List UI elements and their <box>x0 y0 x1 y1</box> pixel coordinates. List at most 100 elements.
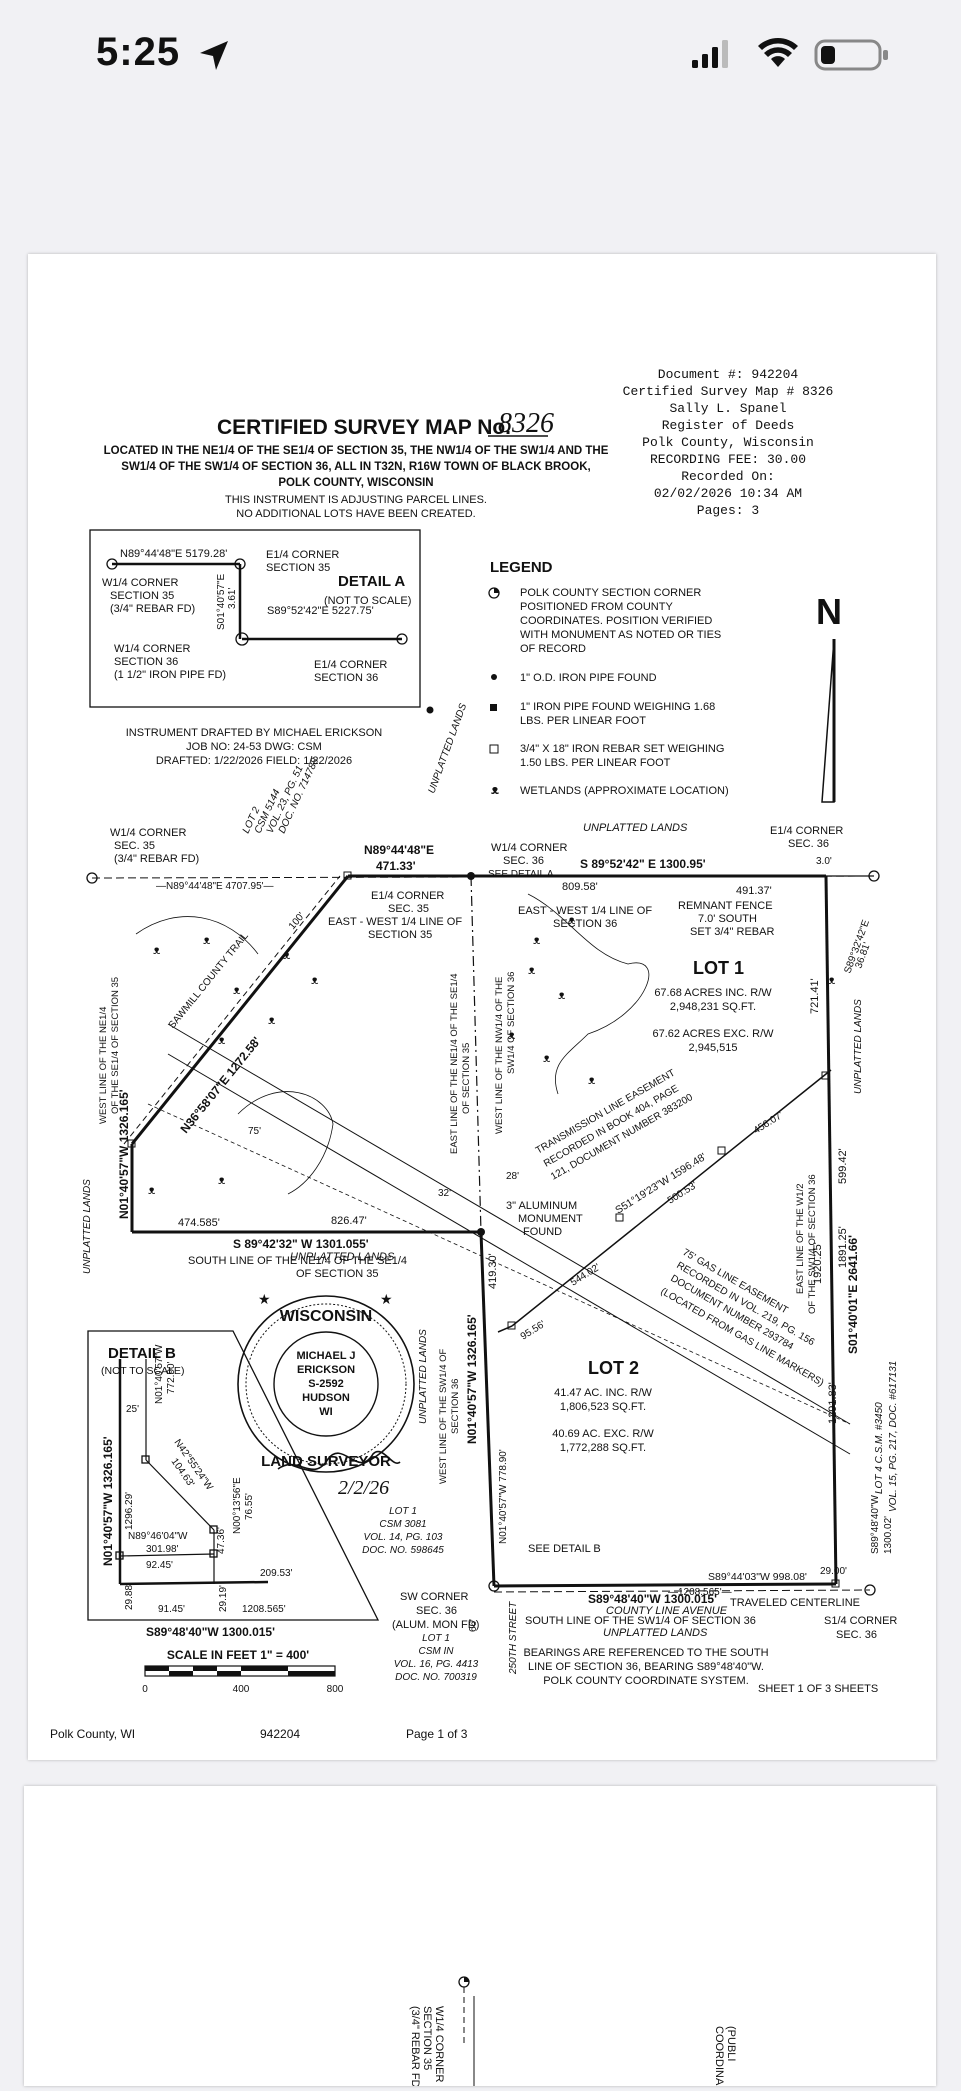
svg-text:721.41': 721.41' <box>809 978 821 1014</box>
status-time: 5:25 <box>96 30 181 74</box>
svg-text:(NOT TO SCALE): (NOT TO SCALE) <box>324 595 411 607</box>
svg-text:ᴥ: ᴥ <box>508 1028 516 1042</box>
svg-text:SECTION 35: SECTION 35 <box>110 590 174 602</box>
svg-text:809.58': 809.58' <box>562 881 598 893</box>
svg-text:3" ALUMINUM: 3" ALUMINUM <box>506 1200 577 1212</box>
svg-text:47.36': 47.36' <box>216 1527 227 1554</box>
sheet-number: SHEET 1 OF 3 SHEETS <box>758 1683 878 1695</box>
svg-text:32': 32' <box>438 1188 451 1199</box>
svg-text:SOUTH LINE OF THE NE1/4 OF THE: SOUTH LINE OF THE NE1/4 OF THE SE1/4 <box>188 1255 407 1267</box>
svg-text:WI: WI <box>319 1406 332 1418</box>
svg-text:TRAVELED CENTERLINE: TRAVELED CENTERLINE <box>730 1597 860 1609</box>
svg-text:SEC. 36: SEC. 36 <box>416 1605 457 1617</box>
recording-line: Register of Deeds <box>662 418 795 433</box>
svg-text:RECORDED IN BOOK 404, PAGE: RECORDED IN BOOK 404, PAGE <box>542 1083 681 1170</box>
svg-text:SEC. 35: SEC. 35 <box>388 903 429 915</box>
seal-ring-text: WISCONSIN <box>280 1308 372 1325</box>
bearing-label: S89°48'40"W 1300.015' <box>588 1592 717 1606</box>
bearing-label: N89°44'48"E <box>364 843 434 857</box>
svg-text:WEST LINE OF THE SW1/4 OF: WEST LINE OF THE SW1/4 OF <box>438 1348 449 1484</box>
recording-line: Recorded On: <box>681 469 775 484</box>
svg-text:ᴥ: ᴥ <box>528 963 536 977</box>
svg-text:599.42': 599.42' <box>837 1148 849 1184</box>
svg-text:ᴥ: ᴥ <box>543 1051 551 1065</box>
svg-text:JOB NO: 24-53 DWG: CSM: JOB NO: 24-53 DWG: CSM <box>186 741 322 753</box>
signature-date: 2/2/26 <box>338 1477 389 1499</box>
svg-text:EAST LINE OF THE W1/2: EAST LINE OF THE W1/2 <box>795 1183 806 1294</box>
svg-text:VOL. 15, PG. 217, DOC. #617131: VOL. 15, PG. 217, DOC. #617131 <box>888 1361 899 1512</box>
svg-text:LBS. PER LINEAR FOOT: LBS. PER LINEAR FOOT <box>520 715 646 727</box>
svg-text:ᴥ: ᴥ <box>828 973 836 987</box>
bearing-label: S01°40'01"E 2641.66' <box>846 1235 860 1354</box>
recording-line: Certified Survey Map # 8326 <box>623 384 834 399</box>
detail-b-labels: DETAIL B (NOT TO SCALE) N01°40'57"W 1326… <box>101 1344 293 1639</box>
svg-text:95.56': 95.56' <box>519 1319 548 1343</box>
svg-text:67.68 ACRES INC. R/W: 67.68 ACRES INC. R/W <box>654 987 772 999</box>
svg-text:ᴥ: ᴥ <box>203 933 211 947</box>
document-page-1[interactable]: Document #: 942204 Certified Survey Map … <box>28 254 936 1760</box>
svg-text:UNPLATTED LANDS: UNPLATTED LANDS <box>426 702 469 795</box>
svg-text:E1/4 CORNER: E1/4 CORNER <box>314 659 387 671</box>
corner-monuments <box>86 706 880 1596</box>
svg-text:250TH STREET: 250TH STREET <box>508 1601 519 1675</box>
unplatted-label: UNPLATTED LANDS <box>290 1251 395 1263</box>
svg-text:DRAFTED: 1/22/2026 FIEL: DRAFTED: 1/22/2026 FIELD: 1/22/2026 <box>156 755 352 767</box>
svg-text:CSM 3081: CSM 3081 <box>379 1519 426 1530</box>
footer-page: Page 1 of 3 <box>406 1727 468 1741</box>
svg-text:OF THE SW1/4 OF SECTION 36: OF THE SW1/4 OF SECTION 36 <box>807 1174 818 1314</box>
svg-text:3/4" X 18" IRON REBAR SET WEIG: 3/4" X 18" IRON REBAR SET WEIGHING <box>520 743 724 755</box>
recording-line: RECORDING FEE: 30.00 <box>650 452 806 467</box>
parcel-boundaries <box>91 874 875 1593</box>
svg-text:★: ★ <box>380 1291 393 1307</box>
svg-text:N01°40'57"W 1326.165': N01°40'57"W 1326.165' <box>101 1436 115 1566</box>
svg-text:(3/4" REBAR FD): (3/4" REBAR FD) <box>110 603 195 615</box>
svg-text:28': 28' <box>506 1171 519 1182</box>
svg-text:SECTION 36: SECTION 36 <box>314 672 378 684</box>
legend-title: LEGEND <box>490 559 553 576</box>
detail-a-bearing: S01°40'57"E <box>216 574 227 630</box>
svg-text:SEE DETAIL B: SEE DETAIL B <box>528 1543 601 1555</box>
svg-text:INSTRUMENT DRAFTED BY MICHAEL: INSTRUMENT DRAFTED BY MICHAEL ERICKSON <box>126 727 383 739</box>
svg-text:OF SECTION 35: OF SECTION 35 <box>296 1268 379 1280</box>
bearing-note: LINE OF SECTION 36, BEARING S89°48'40"W. <box>528 1661 764 1673</box>
svg-text:COORDINA: COORDINA <box>713 2026 725 2086</box>
svg-text:1" O.D. IRON PIPE FOUND: 1" O.D. IRON PIPE FOUND <box>520 672 657 684</box>
recording-line: Polk County, Wisconsin <box>642 435 814 450</box>
svg-text:419.30': 419.30' <box>487 1253 499 1289</box>
detail-a-bearing: N89°44'48"E 5179.28' <box>120 548 227 560</box>
svg-text:ᴥ: ᴥ <box>218 1173 226 1187</box>
svg-text:E1/4 CORNER: E1/4 CORNER <box>770 825 843 837</box>
svg-text:WEST LINE OF THE NE1/4: WEST LINE OF THE NE1/4 <box>98 1007 109 1124</box>
svg-text:1208.565': 1208.565' <box>242 1604 286 1615</box>
svg-text:40.69 AC. EXC. R/W: 40.69 AC. EXC. R/W <box>552 1428 654 1440</box>
svg-text:MONUMENT: MONUMENT <box>518 1213 583 1225</box>
svg-text:29.19': 29.19' <box>218 1585 229 1612</box>
svg-text:ᴥ: ᴥ <box>268 1013 276 1027</box>
svg-text:92.45': 92.45' <box>146 1560 173 1571</box>
document-page-2[interactable]: W1/4 CORNER SECTION 35 (3/4" REBAR FD) (… <box>24 1786 936 2091</box>
svg-text:800: 800 <box>327 1684 344 1695</box>
title-line: LOCATED IN THE NE1/4 OF THE SE1/4 OF SEC… <box>104 445 609 457</box>
svg-text:2,948,231 SQ.FT.: 2,948,231 SQ.FT. <box>670 1001 756 1013</box>
svg-text:826.47': 826.47' <box>331 1215 367 1227</box>
svg-text:OF SECTION 35: OF SECTION 35 <box>461 1043 472 1114</box>
scale-bar: SCALE IN FEET 1" = 400' 0 400 800 <box>142 1648 344 1695</box>
recording-line: 02/02/2026 10:34 AM <box>654 486 802 501</box>
svg-text:SOUTH LINE OF THE SW1/4 OF SEC: SOUTH LINE OF THE SW1/4 OF SECTION 36 <box>525 1615 756 1627</box>
recording-line: Document #: 942204 <box>658 367 799 382</box>
svg-text:(1 1/2" IRON PIPE FD): (1 1/2" IRON PIPE FD) <box>114 669 226 681</box>
svg-text:301.98': 301.98' <box>146 1544 179 1555</box>
svg-text:3.0': 3.0' <box>816 856 832 867</box>
svg-text:456.07': 456.07' <box>752 1110 785 1137</box>
svg-text:1,772,288 SQ.FT.: 1,772,288 SQ.FT. <box>560 1442 646 1454</box>
svg-text:★: ★ <box>258 1291 271 1307</box>
svg-text:(3/4" REBAR FD): (3/4" REBAR FD) <box>409 2006 421 2086</box>
svg-text:7.0' SOUTH: 7.0' SOUTH <box>698 913 757 925</box>
svg-text:SEC. 36: SEC. 36 <box>836 1629 877 1641</box>
svg-text:ERICKSON: ERICKSON <box>297 1364 355 1376</box>
svg-text:SECTION 36: SECTION 36 <box>553 918 617 930</box>
svg-text:N89°46'04"W: N89°46'04"W <box>128 1531 188 1542</box>
lot-2-label: LOT 2 <box>588 1358 639 1378</box>
svg-text:HUDSON: HUDSON <box>302 1392 350 1404</box>
svg-text:—N89°44'48"E 4707.95'—: —N89°44'48"E 4707.95'— <box>156 881 274 892</box>
